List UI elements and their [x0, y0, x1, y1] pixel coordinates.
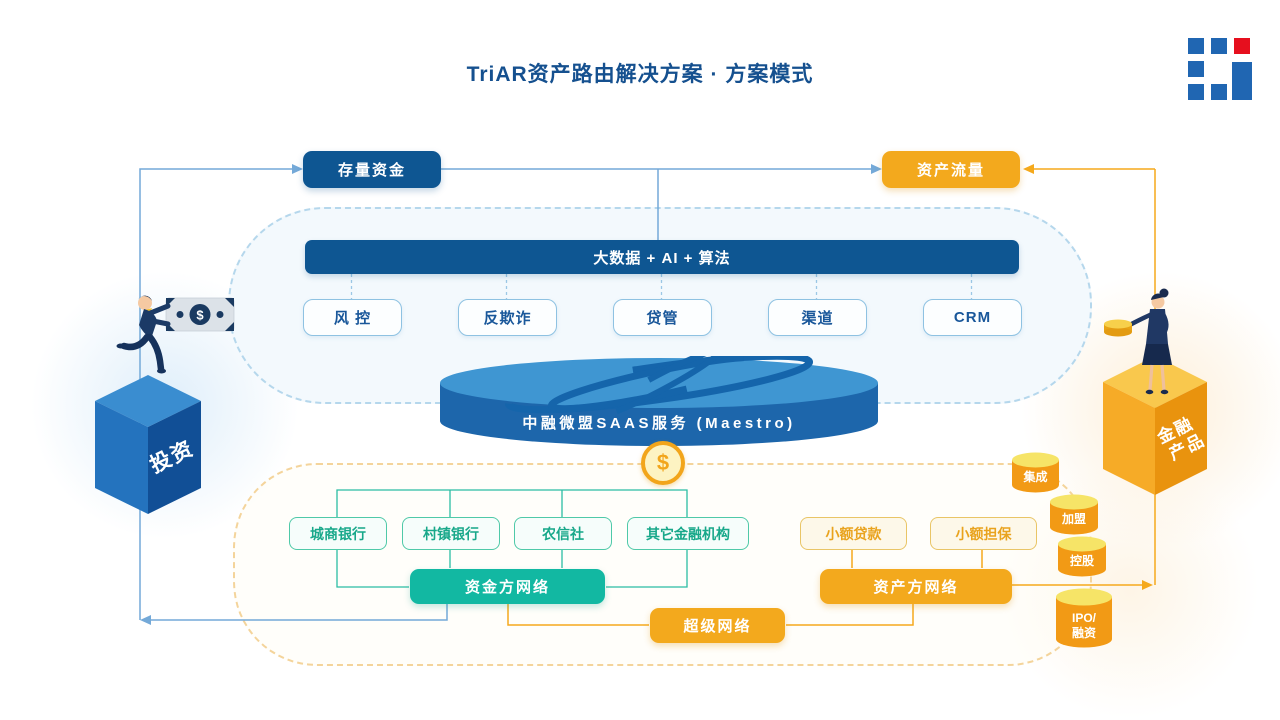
cylinder-integration-label: 集成	[1022, 469, 1047, 484]
inst-other-financial: 其它金融机构	[627, 517, 749, 550]
saas-disc: 中融微盟SAAS服务 (Maestro)	[440, 356, 878, 446]
module-crm: CRM	[923, 299, 1022, 336]
inst-other-financial-label: 其它金融机构	[646, 525, 730, 542]
investor-figure	[116, 295, 171, 374]
banknote-icon: $	[165, 297, 235, 332]
cylinder-holding-label: 控股	[1070, 553, 1095, 568]
module-risk: 风 控	[303, 299, 402, 336]
disc-swirl-icon	[504, 356, 814, 419]
module-loanmgmt-label: 贷管	[646, 310, 679, 327]
inst-micro-loan-label: 小额贷款	[825, 525, 882, 542]
cylinder-ipo: IPO/ 融资	[1056, 588, 1112, 648]
inst-rural-credit: 农信社	[514, 517, 612, 550]
inst-village-bank-label: 村镇银行	[423, 525, 479, 542]
inst-micro-loan: 小额贷款	[800, 517, 907, 550]
module-antifraud: 反欺诈	[458, 299, 557, 336]
bigdata-ai-label: 大数据 + AI + 算法	[593, 249, 731, 267]
inst-village-bank: 村镇银行	[402, 517, 500, 550]
product-cube-figure: 金融 产品	[1103, 288, 1209, 495]
module-channel-label: 渠道	[801, 310, 834, 327]
asset-network-node: 资产方网络	[820, 569, 1012, 604]
module-antifraud-label: 反欺诈	[483, 310, 532, 327]
dollar-coin-icon: $	[641, 441, 685, 485]
gold-coin-icon	[1104, 319, 1132, 337]
inst-rural-credit-label: 农信社	[542, 525, 584, 542]
inst-city-bank-label: 城商银行	[310, 525, 366, 542]
module-loanmgmt: 贷管	[613, 299, 712, 336]
brand-logo-icon	[1188, 38, 1254, 100]
banknote-dollar: $	[196, 308, 204, 323]
cylinder-ipo-label1: IPO/	[1072, 611, 1097, 625]
cylinder-holding: 控股	[1058, 536, 1106, 577]
asset-flow-node: 资产流量	[882, 151, 1020, 188]
stock-funds-node: 存量资金	[303, 151, 441, 188]
cylinder-integration: 集成	[1012, 452, 1059, 493]
inst-micro-guarantee-label: 小额担保	[955, 525, 1012, 542]
page-title: TriAR资产路由解决方案 · 方案模式	[466, 63, 814, 86]
asset-flow-label: 资产流量	[916, 162, 985, 179]
module-crm-label: CRM	[953, 309, 992, 326]
stock-funds-label: 存量资金	[337, 162, 406, 179]
funding-network-node: 资金方网络	[410, 569, 605, 604]
dollar-symbol: $	[656, 450, 670, 475]
investor-cube-figure: 投资 $	[95, 295, 235, 514]
module-channel: 渠道	[768, 299, 867, 336]
bigdata-ai-bar: 大数据 + AI + 算法	[305, 240, 1019, 274]
super-network-node: 超级网络	[650, 608, 785, 643]
inst-micro-guarantee: 小额担保	[930, 517, 1037, 550]
asset-network-label: 资产方网络	[873, 579, 959, 596]
module-risk-label: 风 控	[333, 310, 372, 327]
inst-city-bank: 城商银行	[289, 517, 387, 550]
funding-network-label: 资金方网络	[464, 579, 550, 596]
super-network-label: 超级网络	[683, 618, 752, 635]
saas-disc-label: 中融微盟SAAS服务 (Maestro)	[522, 414, 795, 432]
cylinder-ipo-label2: 融资	[1072, 625, 1096, 640]
